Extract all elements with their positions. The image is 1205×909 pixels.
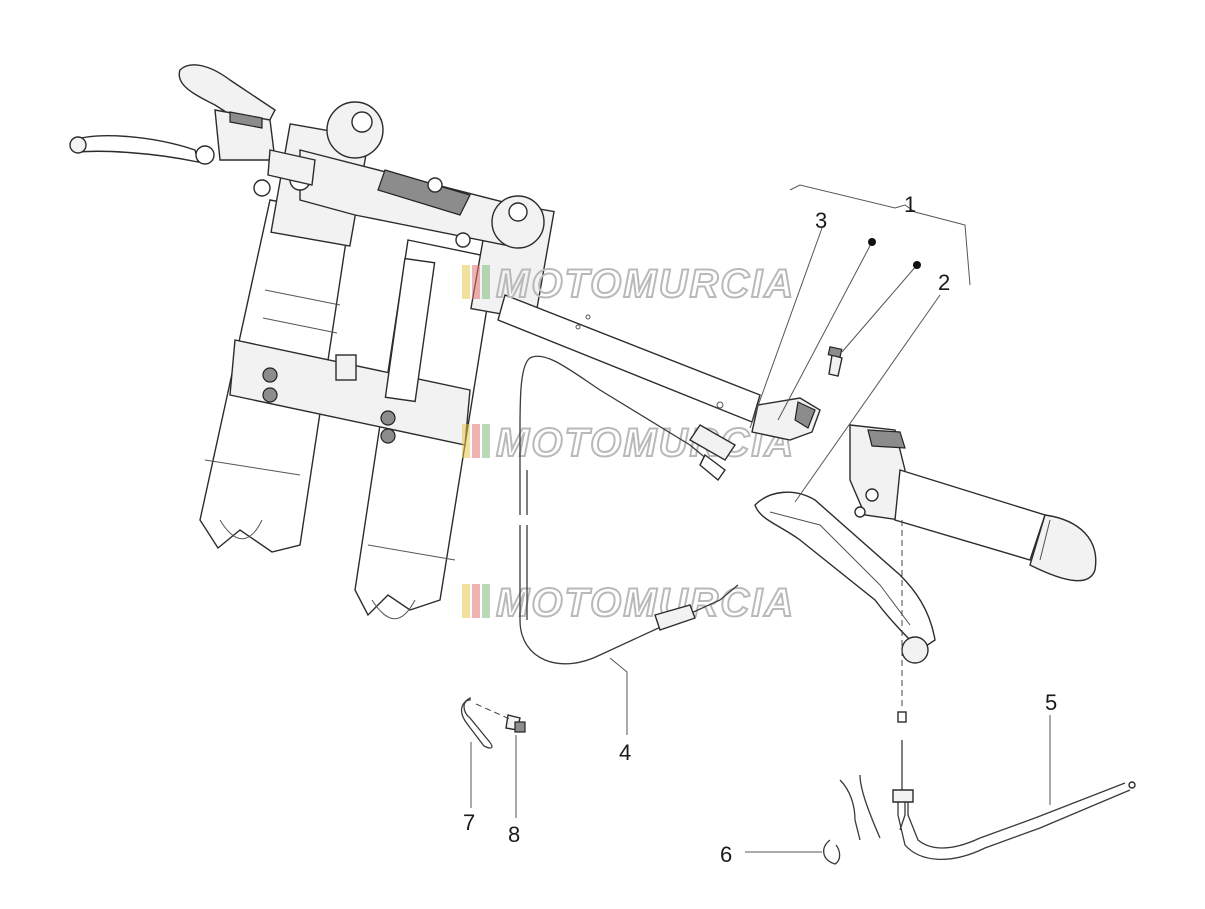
throttle-grip-assembly xyxy=(849,424,1097,582)
callout-2: 2 xyxy=(938,270,950,295)
lever-pivot-screw xyxy=(827,346,843,377)
assembly-guide-lines xyxy=(475,520,903,721)
callout-labels: 1 2 3 4 5 6 7 8 xyxy=(463,192,1057,867)
front-fork-assembly xyxy=(69,64,761,620)
clutch-cable-end xyxy=(839,711,1136,860)
callout-7: 7 xyxy=(463,810,475,835)
callout-6: 6 xyxy=(720,842,732,867)
cable-clip xyxy=(823,839,841,865)
clutch-cable xyxy=(519,355,739,665)
leader-lines xyxy=(470,184,1051,853)
callout-5: 5 xyxy=(1045,690,1057,715)
bolt xyxy=(505,714,526,733)
callout-3: 3 xyxy=(815,208,827,233)
watermark-text: MOTOMURCIA xyxy=(496,421,795,465)
watermark-text: MOTOMURCIA xyxy=(496,581,795,625)
clutch-lever xyxy=(754,491,936,664)
lever-bracket-cover xyxy=(751,397,821,441)
cable-tie xyxy=(460,696,493,749)
callout-8: 8 xyxy=(508,822,520,847)
watermark-logo: MOTOMURCIA MOTOMURCIA MOTOMURCIA xyxy=(462,261,795,626)
callout-4: 4 xyxy=(619,740,631,765)
watermark-text: MOTOMURCIA xyxy=(496,262,795,306)
callout-1: 1 xyxy=(904,192,916,217)
